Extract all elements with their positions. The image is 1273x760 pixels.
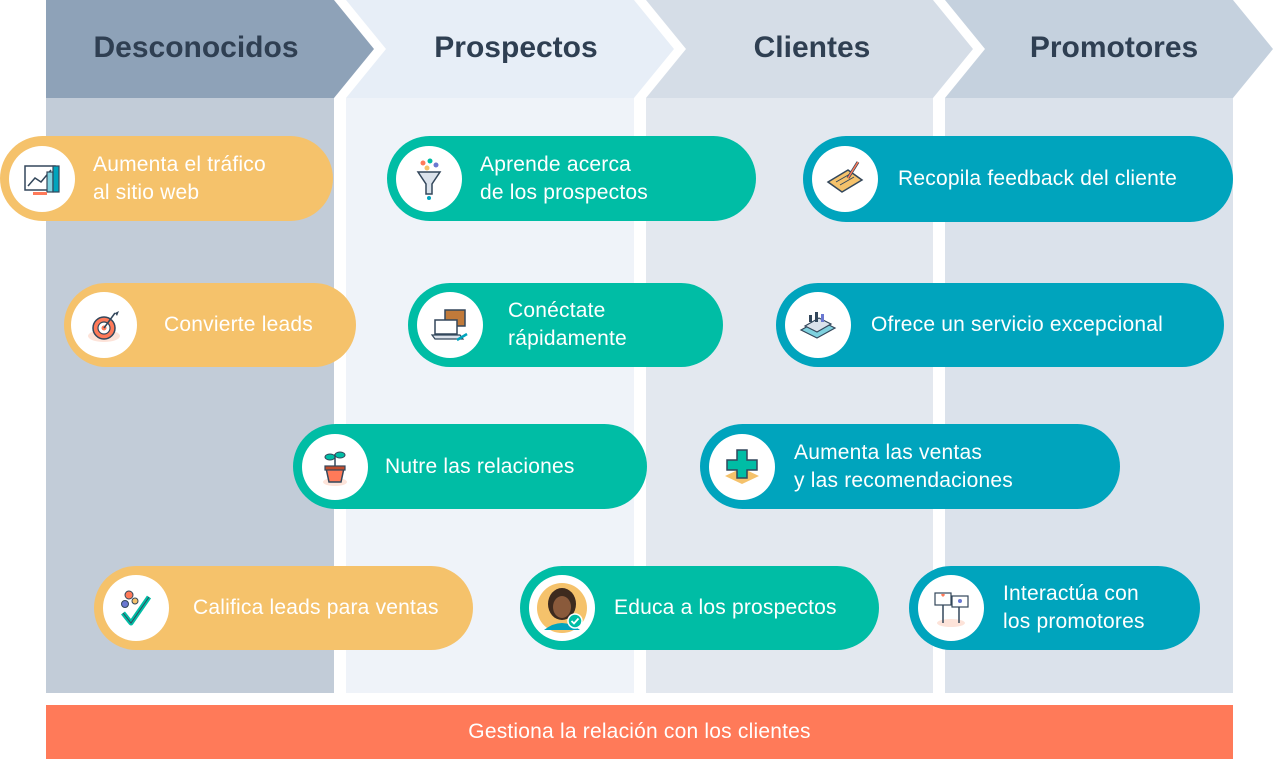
stage-title-prospects: Prospectos: [434, 31, 598, 64]
stage-title-promoters: Promotores: [1029, 31, 1199, 64]
funnel-icon: [396, 145, 462, 212]
activity-collect-feedback[interactable]: Recopila feedback del cliente: [803, 136, 1233, 222]
target-icon: [71, 292, 137, 358]
activity-learn-about-prospects[interactable]: Aprende acerca de los prospectos: [387, 136, 756, 221]
chevron-promoters: [945, 0, 1273, 98]
activity-label-line: y las recomendaciones: [794, 468, 1013, 492]
service-icon: [785, 292, 851, 358]
activity-qualify-leads[interactable]: Califica leads para ventas: [94, 566, 473, 650]
avatar-icon: [529, 575, 595, 641]
chevron-prospects: [346, 0, 674, 98]
activity-label-line: Nutre las relaciones: [385, 454, 575, 478]
chevron-clients: [646, 0, 973, 98]
stage-chevrons: [46, 0, 1273, 98]
activity-label-line: Aumenta el tráfico: [93, 152, 266, 176]
activity-exceptional-service[interactable]: Ofrece un servicio excepcional: [776, 283, 1224, 367]
customer-relationship-bar: Gestiona la relación con los clientes: [46, 705, 1233, 759]
laptop-icon: [417, 292, 483, 358]
plus-icon: [709, 433, 775, 500]
activity-label-line: Interactúa con: [1003, 582, 1139, 605]
activity-label-line: Ofrece un servicio excepcional: [871, 313, 1163, 336]
activity-increase-traffic[interactable]: Aumenta el tráfico al sitio web: [0, 136, 333, 221]
notepad-icon: [812, 146, 878, 212]
activity-label-line: Recopila feedback del cliente: [898, 167, 1177, 190]
customer-relationship-label: Gestiona la relación con los clientes: [468, 720, 811, 743]
activity-label-line: Convierte leads: [164, 313, 313, 336]
checkmark-icon: [103, 575, 169, 641]
activity-label-line: Aprende acerca: [480, 152, 632, 176]
chart-icon: [9, 145, 75, 212]
activity-label-line: al sitio web: [93, 180, 200, 204]
activity-engage-promoters[interactable]: Interactúa con los promotores: [909, 566, 1200, 650]
activity-label-line: rápidamente: [508, 327, 627, 350]
stage-title-unknowns: Desconocidos: [93, 31, 299, 64]
activity-nurture-relationships[interactable]: Nutre las relaciones: [293, 424, 647, 509]
activity-label-line: Educa a los prospectos: [614, 596, 837, 619]
activity-label-line: Aumenta las ventas: [794, 440, 983, 464]
activity-label-line: de los prospectos: [480, 180, 648, 204]
activity-label-line: Califica leads para ventas: [193, 596, 439, 619]
activity-label-line: los promotores: [1003, 610, 1145, 633]
chevron-unknowns: [46, 0, 374, 98]
activity-connect-quickly[interactable]: Conéctate rápidamente: [408, 283, 723, 367]
activity-label-line: Conéctate: [508, 299, 606, 322]
activity-educate-prospects[interactable]: Educa a los prospectos: [520, 566, 879, 650]
stage-title-clients: Clientes: [753, 31, 871, 64]
signs-icon: [918, 575, 984, 641]
plant-icon: [302, 433, 368, 500]
activity-convert-leads[interactable]: Convierte leads: [64, 283, 356, 367]
activity-increase-sales[interactable]: Aumenta las ventas y las recomendaciones: [700, 424, 1120, 509]
